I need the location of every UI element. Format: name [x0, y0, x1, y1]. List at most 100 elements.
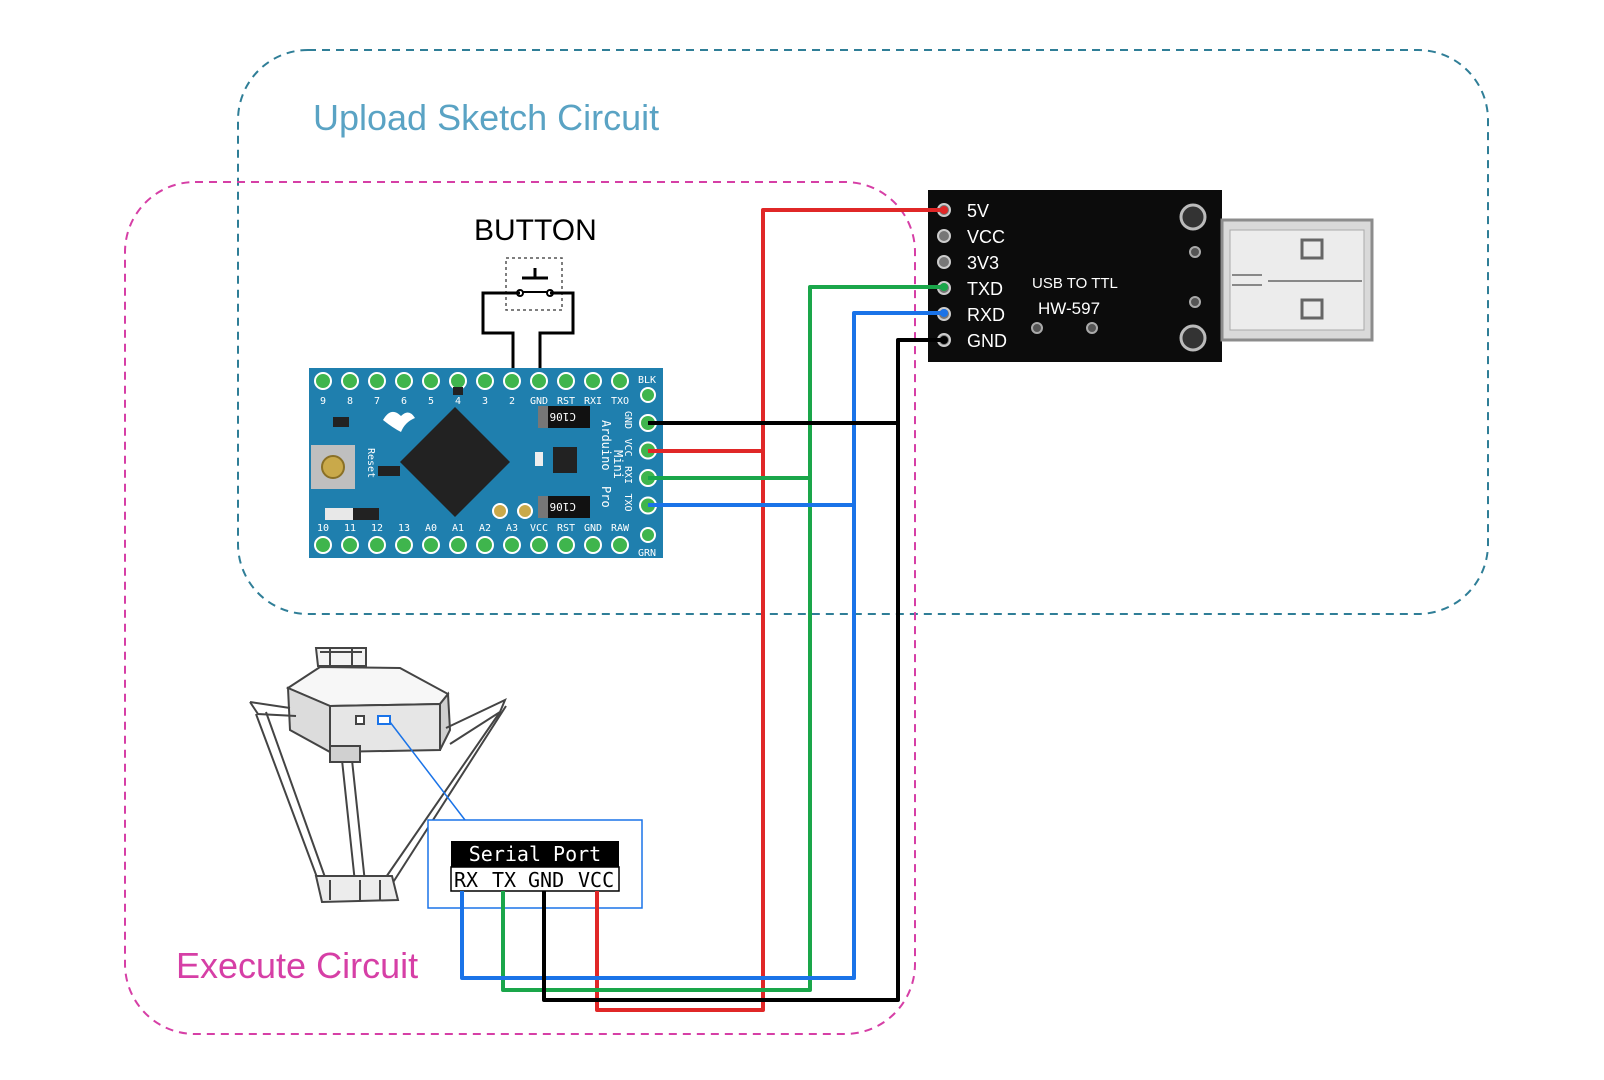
- robot-rod: [383, 705, 507, 885]
- usb-ttl-mount-hole: [1179, 203, 1207, 231]
- wire-endpoint: [940, 206, 948, 214]
- arduino-smd-component: [378, 466, 400, 476]
- arduino-top-pin[interactable]: [314, 372, 332, 390]
- arduino-capacitor-bottom-label: C106: [550, 500, 577, 513]
- usb-ttl-connector-lines: [1232, 274, 1362, 286]
- arduino-top-pin[interactable]: [476, 372, 494, 390]
- arduino-bottom-pin[interactable]: [476, 536, 494, 554]
- arduino-pin-grn[interactable]: [640, 527, 656, 543]
- arduino-top-pin[interactable]: [368, 372, 386, 390]
- serial-pin-vcc: VCC: [578, 868, 614, 892]
- arduino-bottom-pin[interactable]: [530, 536, 548, 554]
- arduino-top-pin[interactable]: [611, 372, 629, 390]
- arduino-bottom-pin[interactable]: [341, 536, 359, 554]
- arduino-bottom-pin[interactable]: [557, 536, 575, 554]
- arduino-bottom-pin-label: A1: [452, 523, 464, 534]
- arduino-top-pin-label: RST: [557, 396, 575, 407]
- arduino-reset-label: Reset: [365, 448, 376, 478]
- arduino-bottom-pin-label: 10: [317, 523, 329, 534]
- usb-ttl-pin-label: RXD: [967, 305, 1005, 325]
- arduino-bottom-pin-label: RST: [557, 523, 575, 534]
- robot-rod: [255, 711, 327, 881]
- robot-rod: [341, 759, 367, 893]
- arduino-top-pin-label: 8: [347, 396, 353, 407]
- robot-base-right: [439, 691, 452, 751]
- wire-green-txd: [501, 285, 944, 992]
- arduino-pin-blk[interactable]: [640, 387, 656, 403]
- arduino-bottom-pin-label: A0: [425, 523, 437, 534]
- usb-ttl-model: HW-597: [1038, 299, 1100, 318]
- arduino-top-pin-label: 4: [455, 396, 461, 407]
- arduino-mcu-chip: [400, 407, 510, 517]
- robot-effector: [314, 875, 400, 904]
- push-button[interactable]: [505, 257, 563, 311]
- arduino-top-pin[interactable]: [557, 372, 575, 390]
- robot-arm-left: [249, 701, 297, 717]
- arduino-logo: [383, 411, 415, 432]
- arduino-blk-label: BLK: [638, 375, 656, 386]
- usb-ttl-connector-window: [1300, 238, 1324, 260]
- arduino-bottom-pin[interactable]: [368, 536, 386, 554]
- usb-ttl-pin[interactable]: [937, 255, 951, 269]
- serial-pin-rx: RX: [454, 868, 478, 892]
- usb-ttl-title: USB TO TTL: [1032, 275, 1118, 292]
- arduino-top-pin-label: 7: [374, 396, 380, 407]
- button-wire-right: [538, 291, 575, 377]
- arduino-top-pin[interactable]: [503, 372, 521, 390]
- arduino-bottom-pin[interactable]: [584, 536, 602, 554]
- arduino-top-pin[interactable]: [395, 372, 413, 390]
- robot-top-bracket: [314, 647, 367, 667]
- arduino-bottom-pin-label: VCC: [530, 523, 548, 534]
- robot-arm-right: [445, 697, 507, 745]
- arduino-led: [535, 452, 543, 466]
- serial-port-pin-row: [450, 866, 620, 892]
- arduino-name-line-2: Pro: [599, 486, 613, 508]
- arduino-name-line-3: Mini: [611, 450, 625, 479]
- arduino-bottom-pin[interactable]: [503, 536, 521, 554]
- arduino-top-pin[interactable]: [530, 372, 548, 390]
- arduino-top-pin[interactable]: [449, 372, 467, 390]
- arduino-bottom-pin-label: 12: [371, 523, 383, 534]
- robot-serial-port[interactable]: [377, 715, 391, 725]
- arduino-bottom-pin[interactable]: [449, 536, 467, 554]
- arduino-bottom-pin[interactable]: [422, 536, 440, 554]
- wire-black-gnd: [542, 338, 944, 1002]
- arduino-top-pin-label: TXO: [611, 396, 629, 407]
- button-wire-left: [481, 291, 520, 377]
- arduino-smd-component: [353, 508, 379, 520]
- upload-region-outline: [237, 49, 1489, 615]
- usb-ttl-mount-hole: [1179, 324, 1207, 352]
- robot-port: [355, 715, 365, 725]
- execute-region-outline: [124, 181, 916, 1035]
- robot-effector-detail: [329, 880, 381, 900]
- usb-ttl-pin-label: TXD: [967, 279, 1003, 299]
- arduino-side-pin-label: RXI: [622, 466, 633, 484]
- arduino-smd-component: [325, 508, 353, 520]
- wire-endpoint: [940, 309, 948, 317]
- wire-endpoints: [940, 206, 948, 344]
- arduino-bottom-pin[interactable]: [611, 536, 629, 554]
- execute-region-label: Execute Circuit: [176, 945, 418, 986]
- usb-ttl-via: [1189, 246, 1201, 258]
- usb-ttl-pin[interactable]: [937, 229, 951, 243]
- arduino-reset-button[interactable]: [321, 455, 345, 479]
- arduino-top-pin-label: 3: [482, 396, 488, 407]
- arduino-bottom-pin[interactable]: [314, 536, 332, 554]
- serial-pin-tx: TX: [492, 868, 516, 892]
- robot-joint: [329, 745, 361, 763]
- upload-region-label: Upload Sketch Circuit: [313, 97, 659, 138]
- arduino-top-pin[interactable]: [341, 372, 359, 390]
- wire-endpoint: [940, 336, 948, 344]
- serial-port-callout: [389, 721, 466, 821]
- arduino-bottom-pin[interactable]: [395, 536, 413, 554]
- usb-ttl-pin-label: VCC: [967, 227, 1005, 247]
- arduino-pad: [517, 503, 533, 519]
- arduino-top-pin[interactable]: [422, 372, 440, 390]
- arduino-bottom-pin-label: A2: [479, 523, 491, 534]
- arduino-top-pin[interactable]: [584, 372, 602, 390]
